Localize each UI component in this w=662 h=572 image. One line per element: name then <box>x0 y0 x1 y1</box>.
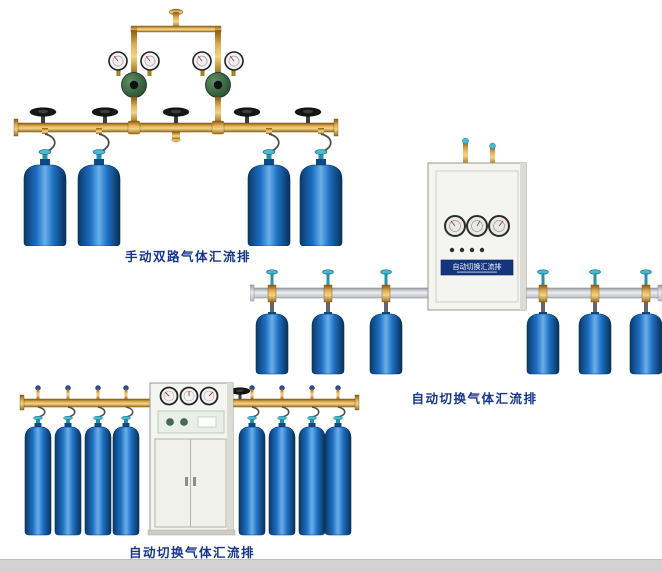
auto-switch-floor-manifold-caption: 自动切换气体汇流排 <box>128 546 255 560</box>
indicator-lights <box>449 247 485 253</box>
cabinet-gauges <box>159 386 219 406</box>
manual-dual-manifold-caption: 手动双路气体汇流排 <box>124 250 251 264</box>
auto-switch-floor-manifold-image <box>19 382 360 536</box>
auto-switch-wall-manifold-image: 自动切换汇流排 <box>250 138 662 375</box>
top-inlet-assembly <box>130 8 222 37</box>
auto-switch-wall-manifold-caption: 自动切换气体汇流排 <box>411 392 538 406</box>
control-cabinet: 自动切换汇流排 <box>427 138 527 311</box>
bottom-strip <box>0 559 662 572</box>
cabinet-control-panel <box>157 410 225 434</box>
valve-handwheels <box>29 107 322 124</box>
valve-handwheel <box>229 387 251 399</box>
cabinet-label-text: 自动切换汇流排 <box>453 262 502 271</box>
cabinet-name-plate: 自动切换汇流排 <box>440 259 514 276</box>
cabinet-doors <box>154 438 227 528</box>
manual-dual-manifold-image <box>13 8 343 246</box>
cabinet-gauges <box>444 215 510 237</box>
control-cabinet <box>147 382 236 536</box>
manifold-header-pipe <box>13 118 339 142</box>
